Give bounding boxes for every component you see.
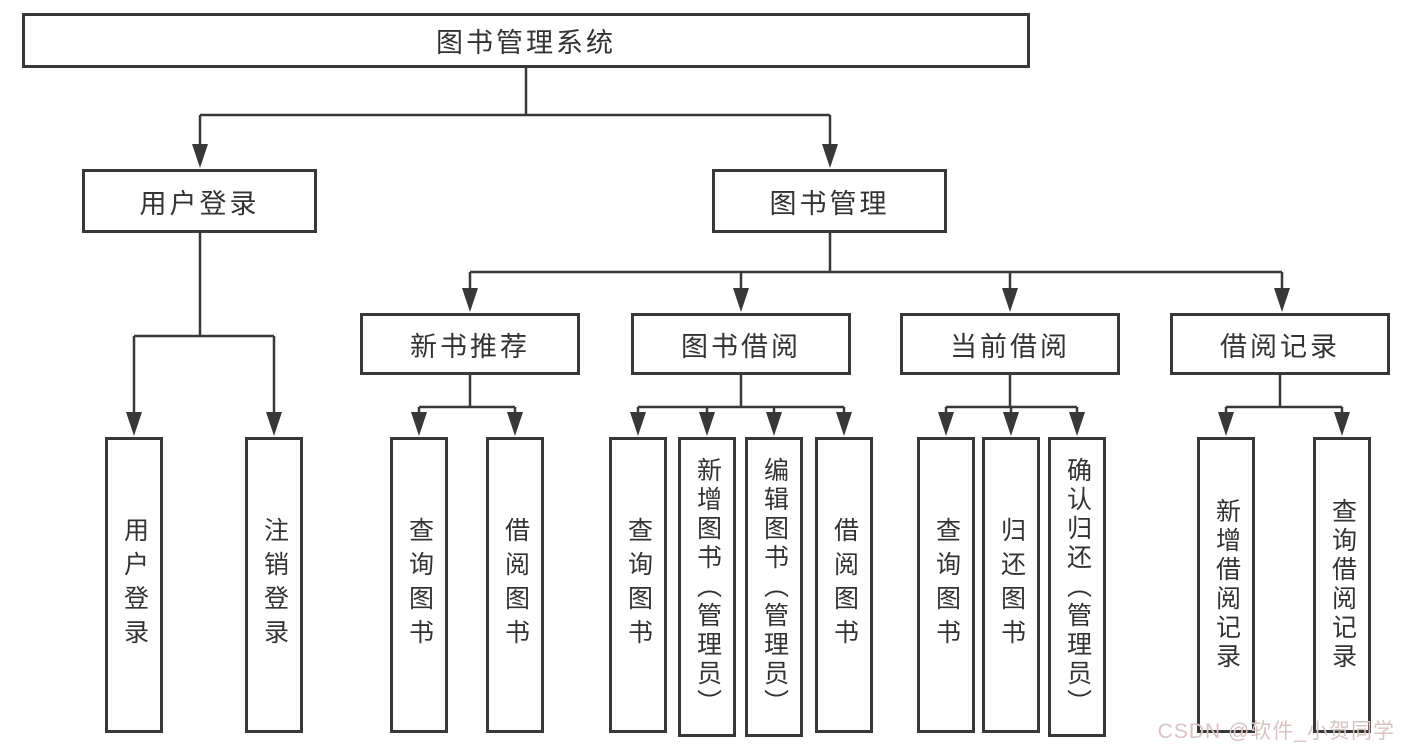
- arrowhead-icon: [462, 288, 478, 312]
- leaf-return-books: 归还图书: [982, 437, 1040, 733]
- arrowhead-icon: [766, 412, 782, 436]
- arrowhead-icon: [699, 412, 715, 436]
- arrowhead-icon: [1069, 412, 1085, 436]
- leaf-query-books-3: 查询图书: [917, 437, 975, 733]
- leaf-borrow-books-2: 借阅图书: [815, 437, 873, 733]
- arrowhead-icon: [836, 412, 852, 436]
- arrowhead-icon: [266, 412, 282, 436]
- leaf-borrow-books-1-label: 借阅图书: [501, 517, 530, 653]
- edge-userlogin-to-leaves: [126, 233, 282, 436]
- arrowhead-icon: [1218, 412, 1234, 436]
- arrowhead-icon: [411, 412, 427, 436]
- node-current-borrow: 当前借阅: [900, 313, 1120, 375]
- leaf-user-login: 用户登录: [105, 437, 163, 733]
- node-system-root-label: 图书管理系统: [436, 28, 616, 58]
- leaf-query-books-2-label: 查询图书: [624, 517, 653, 653]
- leaf-query-books-3-label: 查询图书: [932, 517, 961, 653]
- leaf-query-borrow-record-label: 查询借阅记录: [1328, 498, 1357, 672]
- leaf-add-borrow-record-label: 新增借阅记录: [1212, 498, 1241, 672]
- arrowhead-icon: [938, 412, 954, 436]
- node-book-borrow-label: 图书借阅: [681, 331, 801, 362]
- leaf-borrow-books-1: 借阅图书: [486, 437, 544, 733]
- leaf-confirm-return-admin-label: 确认归还（管理员）: [1063, 456, 1092, 718]
- leaf-logout: 注销登录: [245, 437, 303, 733]
- node-new-book-recommend-label: 新书推荐: [410, 331, 530, 362]
- arrowhead-icon: [126, 412, 142, 436]
- arrowhead-icon: [822, 144, 838, 168]
- node-user-login: 用户登录: [82, 169, 317, 233]
- node-book-management: 图书管理: [712, 169, 947, 233]
- edge-newbook-to-leaves: [411, 375, 523, 436]
- node-borrow-record: 借阅记录: [1170, 313, 1390, 375]
- leaf-borrow-books-2-label: 借阅图书: [830, 517, 859, 653]
- edge-borrowrecord-to-leaves: [1218, 375, 1350, 436]
- arrowhead-icon: [1274, 288, 1290, 312]
- node-borrow-record-label: 借阅记录: [1220, 331, 1340, 362]
- arrowhead-icon: [192, 144, 208, 168]
- leaf-query-books-1: 查询图书: [390, 437, 448, 733]
- edge-bookborrow-to-leaves: [630, 375, 852, 436]
- arrowhead-icon: [507, 412, 523, 436]
- edge-root-to-level2: [192, 68, 838, 168]
- edge-bookmgmt-to-level3: [462, 233, 1290, 312]
- node-book-management-label: 图书管理: [769, 188, 890, 219]
- leaf-return-books-label: 归还图书: [997, 517, 1026, 653]
- leaf-query-books-1-label: 查询图书: [405, 517, 434, 653]
- leaf-user-login-label: 用户登录: [120, 517, 149, 653]
- edge-currentborrow-to-leaves: [938, 375, 1085, 436]
- arrowhead-icon: [733, 288, 749, 312]
- leaf-query-books-2: 查询图书: [609, 437, 667, 733]
- node-user-login-label: 用户登录: [139, 188, 260, 219]
- node-current-borrow-label: 当前借阅: [950, 331, 1070, 362]
- arrowhead-icon: [1003, 412, 1019, 436]
- arrowhead-icon: [630, 412, 646, 436]
- csdn-watermark: CSDN @软件_小贺同学: [1157, 720, 1395, 743]
- leaf-add-borrow-record: 新增借阅记录: [1197, 437, 1255, 733]
- node-new-book-recommend: 新书推荐: [360, 313, 580, 375]
- leaf-edit-books-admin: 编辑图书（管理员）: [745, 437, 803, 737]
- leaf-confirm-return-admin: 确认归还（管理员）: [1048, 437, 1106, 737]
- leaf-query-borrow-record: 查询借阅记录: [1313, 437, 1371, 733]
- leaf-edit-books-admin-label: 编辑图书（管理员）: [760, 456, 789, 718]
- node-book-borrow: 图书借阅: [631, 313, 851, 375]
- node-system-root: 图书管理系统: [22, 13, 1030, 68]
- leaf-logout-label: 注销登录: [260, 517, 289, 653]
- arrowhead-icon: [1002, 288, 1018, 312]
- leaf-add-books-admin-label: 新增图书（管理员）: [693, 456, 722, 718]
- arrowhead-icon: [1334, 412, 1350, 436]
- leaf-add-books-admin: 新增图书（管理员）: [678, 437, 736, 737]
